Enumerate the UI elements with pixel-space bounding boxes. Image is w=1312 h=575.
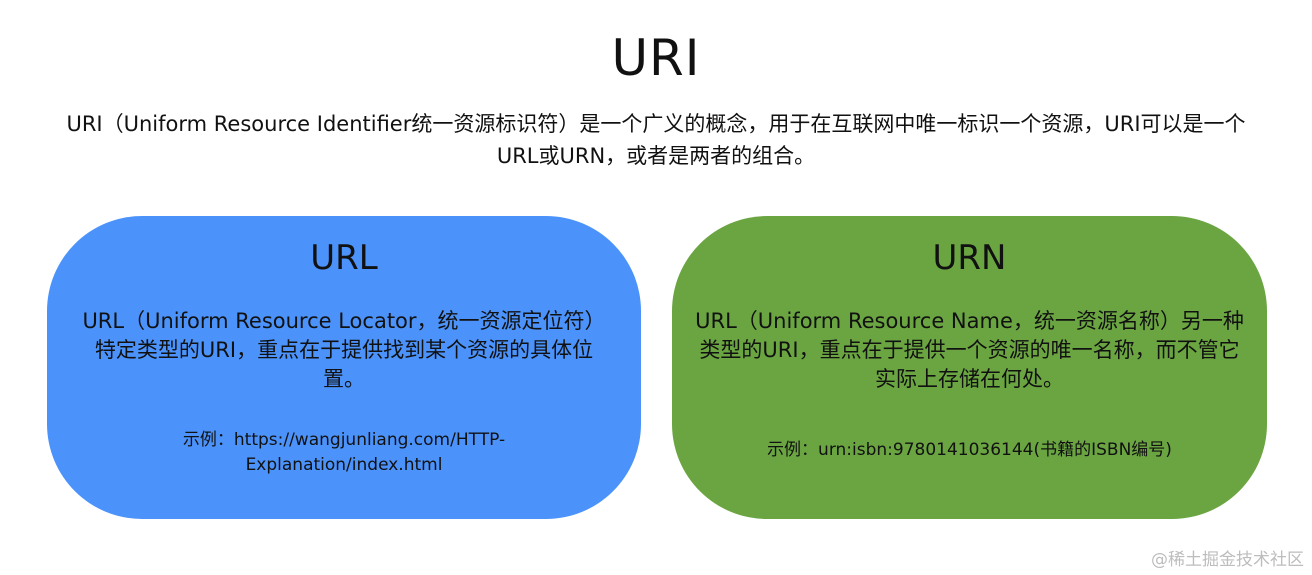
url-card-description: URL（Uniform Resource Locator，统一资源定位符）特定类…	[82, 309, 606, 391]
uri-description: URI（Uniform Resource Identifier统一资源标识符）是…	[66, 112, 1246, 168]
urn-card: URN URL（Uniform Resource Name，统一资源名称）另一种…	[672, 216, 1267, 519]
urn-card-title: URN	[932, 238, 1007, 278]
url-card-title: URL	[310, 238, 378, 278]
urn-card-description: URL（Uniform Resource Name，统一资源名称）另一种类型的U…	[695, 309, 1244, 391]
page-title: URI	[611, 29, 701, 87]
urn-card-example: 示例：urn:isbn:9780141036144(书籍的ISBN编号)	[767, 440, 1172, 460]
url-card-example: 示例：https://wangjunliang.com/HTTP-Explana…	[182, 430, 506, 475]
url-card: URL URL（Uniform Resource Locator，统一资源定位符…	[47, 216, 641, 519]
watermark: @稀土掘金技术社区	[1151, 550, 1304, 570]
